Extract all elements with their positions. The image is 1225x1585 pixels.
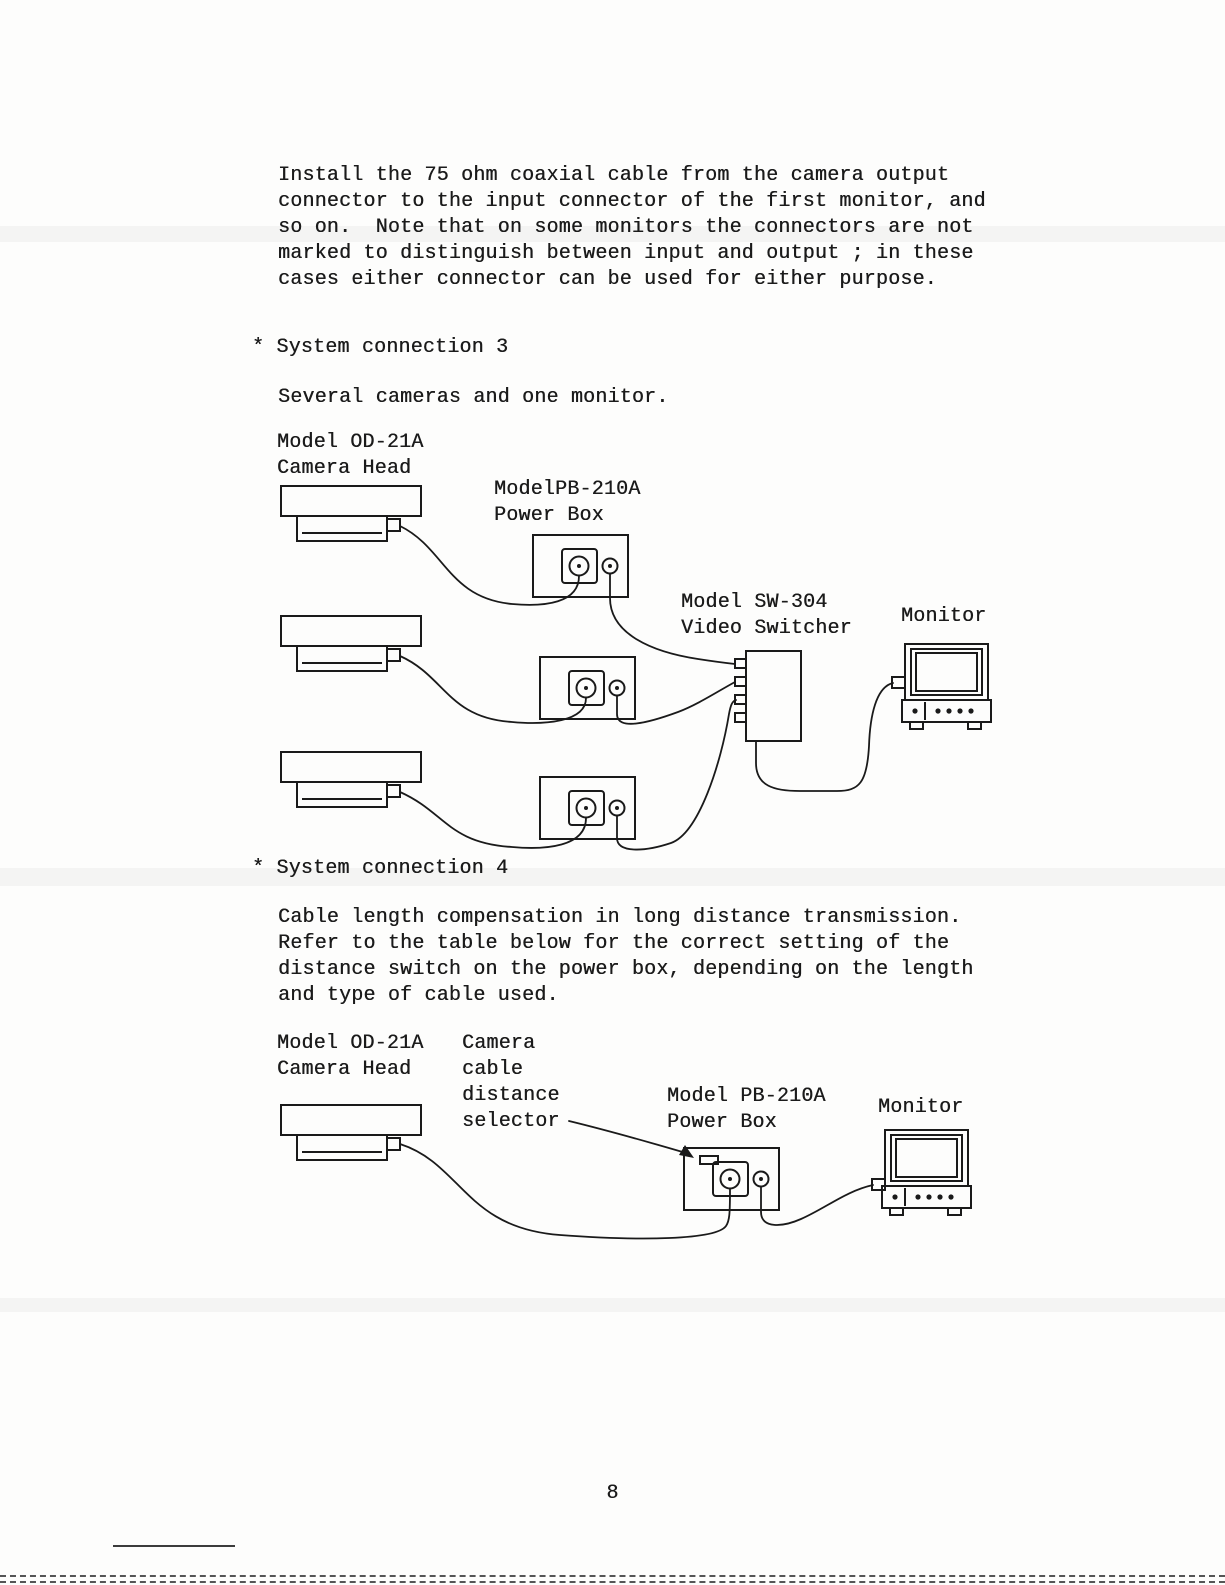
signal-cables-connection3 <box>399 525 894 851</box>
d1-monitor-label: Monitor <box>901 605 987 628</box>
scan-artifact-line <box>113 1545 235 1547</box>
cable-camera4-powerbox4 <box>399 1143 731 1240</box>
section4-paragraph: Cable length compensation in long distan… <box>278 906 974 1007</box>
d1-video-switcher-label: Model SW-304 Video Switcher <box>681 591 852 640</box>
power-box-2 <box>539 656 636 720</box>
d1-power-box-label: ModelPB-210A Power Box <box>494 478 641 527</box>
cable-switcher-monitor <box>755 682 894 792</box>
section3-subtitle: Several cameras and one monitor. <box>278 386 669 409</box>
monitor-2 <box>881 1129 972 1216</box>
selector-pointer-arrow <box>568 1120 694 1158</box>
signal-cables-connection4 <box>399 1143 874 1240</box>
intro-paragraph: Install the 75 ohm coaxial cable from th… <box>278 164 986 291</box>
cable-powerbox4-monitor <box>760 1184 874 1226</box>
d2-power-box-label: Model PB-210A Power Box <box>667 1085 826 1134</box>
scan-artifact-dashed-edge <box>0 1575 1225 1583</box>
cable-powerbox2-switcher <box>616 681 736 725</box>
cable-distance-selector-switch <box>699 1155 719 1165</box>
camera-head-4 <box>280 1104 422 1161</box>
camera-head-2 <box>280 615 422 672</box>
d2-camera-head-label: Model OD-21A Camera Head <box>277 1032 424 1081</box>
monitor-1 <box>901 643 992 730</box>
page-number: 8 <box>606 1482 619 1505</box>
cable-camera3-powerbox3 <box>399 791 587 849</box>
video-switcher <box>734 650 802 742</box>
section4-heading: * System connection 4 <box>252 857 509 880</box>
d2-cable-distance-selector-label: Camera cable distance selector <box>462 1032 560 1133</box>
cable-powerbox3-switcher <box>616 699 737 851</box>
power-box-1 <box>532 534 629 598</box>
camera-head-3 <box>280 751 422 808</box>
cable-camera2-powerbox2 <box>399 655 587 724</box>
power-box-4 <box>683 1147 780 1211</box>
cable-powerbox1-switcher <box>609 573 736 665</box>
d2-monitor-label: Monitor <box>878 1096 964 1119</box>
section3-heading: * System connection 3 <box>252 336 509 359</box>
cable-camera1-powerbox1 <box>399 525 580 606</box>
monitor-1-input-connector <box>891 676 906 689</box>
monitor-2-input-connector <box>871 1178 886 1191</box>
d1-camera-head-label: Model OD-21A Camera Head <box>277 431 424 480</box>
camera-head-1 <box>280 485 422 542</box>
power-box-3 <box>539 776 636 840</box>
